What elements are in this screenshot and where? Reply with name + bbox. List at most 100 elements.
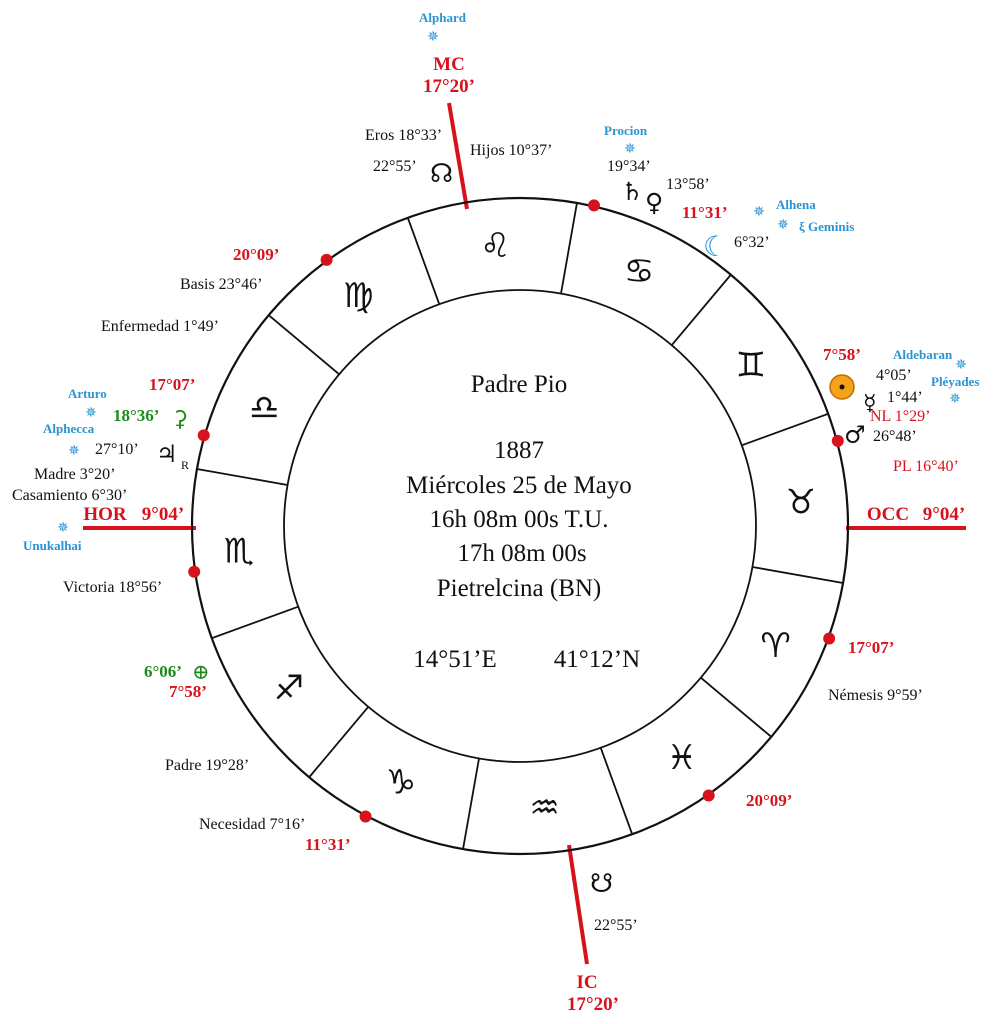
star-icon: ✵ [85,405,97,421]
sun-icon-dot [839,384,845,390]
star-unukalhai: Unukalhai [23,538,82,553]
cusp-label: 17°07’ [149,375,195,394]
cusp-dot [197,429,210,442]
cusp-label: 11°31’ [305,835,351,854]
jupiter-icon: ♃ [156,440,178,468]
star-icon: ✵ [57,520,69,536]
star-aldebaran: Aldebaran [893,347,953,362]
cusp-dot [588,199,601,212]
aquarius-icon: ♒︎ [529,788,559,828]
ceres-degree: 18°36’ [113,406,159,425]
star-arturo: Arturo [68,386,107,401]
cusp-label: 17°07’ [848,638,894,657]
point-casamiento: Casamiento 6°30’ [12,487,127,504]
earth-degree: 6°06’ [144,662,182,681]
star-pleyades: Pléyades [931,374,979,389]
star-icon: ✵ [753,204,765,220]
point-hijos: Hijos 10°37’ [470,142,552,159]
chart-name: Padre Pio [471,371,568,398]
sign-divider [308,706,369,778]
house-dividers [196,202,844,850]
cancer-icon: ♋︎ [624,251,654,291]
mc-label: MC [433,54,465,75]
birth-time-ut: 16h 08m 00s T.U. [430,506,609,533]
star-icon: ✵ [624,141,636,157]
cusp-dot [823,632,836,645]
south-node-degree: 22°55’ [594,917,638,934]
sign-divider [560,202,578,294]
cusp-markers [188,199,844,823]
birth-date: Miércoles 25 de Mayo [406,472,632,499]
point-basis: Basis 23°46’ [180,276,262,293]
cusp-label: 7°58’ [823,345,861,364]
hor-degree: 9°04’ [142,504,184,525]
point-eros: Eros 18°33’ [365,127,442,144]
point-enfermedad: Enfermedad 1°49’ [101,318,219,335]
mercury-icon: ☿ [863,391,877,416]
point-nl: NL 1°29’ [870,408,930,425]
outer-ring [190,196,850,856]
scorpio-icon: ♏︎ [224,532,254,572]
sign-divider [741,412,829,447]
star-alhena: Alhena [776,197,816,212]
star-icon: ✵ [949,391,961,407]
sign-divider [196,468,288,486]
libra-icon: ♎︎ [249,388,279,428]
cusp-dot [188,565,201,578]
sign-divider [462,758,480,850]
star-icon: ✵ [427,29,439,45]
point-victoria: Victoria 18°56’ [63,579,162,596]
north-node-degree: 22°55’ [373,158,417,175]
point-madre: Madre 3°20’ [34,466,115,483]
star-icon: ✵ [68,443,80,459]
jupiter-degree: 27°10’ [95,441,139,458]
jupiter-retrograde: R [181,458,189,472]
sign-divider [211,605,299,640]
north-node-icon: ☊ [430,159,453,189]
cusp-dot [359,810,372,823]
mercury-degree: 1°44’ [887,389,923,406]
earth-icon: ⊕ [192,660,210,684]
capricorn-icon: ♑︎ [386,763,416,803]
point-pl: PL 16°40’ [893,458,959,475]
inner-ring [283,289,757,763]
sign-divider [406,217,441,305]
star-procion: Procion [604,123,648,138]
sign-divider [268,314,340,375]
star-alphard: Alphard [419,10,467,25]
mc-axis [447,102,469,210]
star-xi-geminis: ξ Geminis [799,219,854,234]
aries-icon: ♈︎ [760,626,790,666]
cusp-label: 11°31’ [682,203,728,222]
saturn-degree: 19°34’ [607,158,651,175]
point-nemesis: Némesis 9°59’ [828,687,923,704]
occ-label: OCC [867,504,909,525]
south-node-icon: ☋ [590,869,613,899]
birth-time-local: 17h 08m 00s [457,540,586,567]
virgo-icon: ♍︎ [343,276,373,316]
ceres-icon: ⚳ [172,407,188,432]
mc-degree: 17°20’ [423,76,475,97]
star-icon: ✵ [955,357,967,373]
point-necesidad: Necesidad 7°16’ [199,816,305,833]
cusp-dot [320,253,333,266]
cusp-label: 7°58’ [169,682,207,701]
taurus-icon: ♉︎ [786,482,816,522]
sign-divider [599,747,634,835]
cusp-dot [831,434,844,447]
gemini-icon: ♊︎ [736,345,766,385]
venus-icon: ♀ [645,188,663,217]
sign-divider [700,677,772,738]
moon-icon: ☾ [703,230,728,263]
hor-label: HOR [83,504,127,525]
saturn-icon: ♄ [621,177,643,206]
cusp-label: 20°09’ [233,245,279,264]
sagittarius-icon: ♐︎ [274,669,304,709]
zodiac-signs: ♌︎♋︎♊︎♉︎♈︎♓︎♒︎♑︎♐︎♏︎♎︎♍︎ [224,226,816,828]
pisces-icon: ♓︎ [667,738,697,778]
ic-degree: 17°20’ [567,994,619,1015]
ic-axis [567,844,589,965]
birth-year: 1887 [494,437,544,464]
star-alphecca: Alphecca [43,421,95,436]
